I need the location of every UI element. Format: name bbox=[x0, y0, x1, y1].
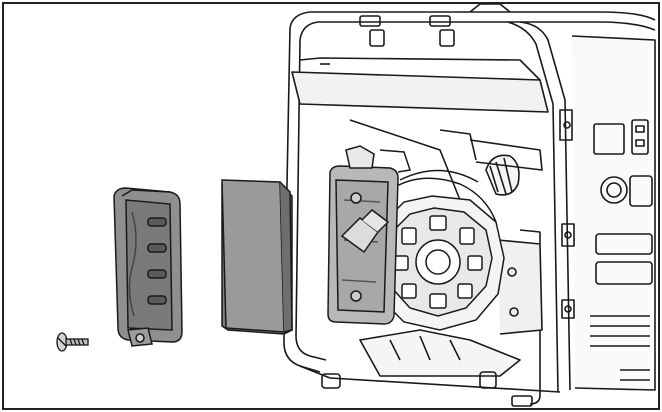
base-ribs bbox=[389, 335, 461, 361]
frame-clamp-3 bbox=[369, 29, 385, 47]
frame-right-tube bbox=[519, 21, 571, 391]
engine-bracket bbox=[519, 229, 541, 244]
foam-front bbox=[221, 179, 285, 333]
fan-slot bbox=[429, 293, 447, 309]
frame-left-tube bbox=[283, 27, 321, 373]
cover-contour bbox=[128, 211, 137, 317]
outlet-round-inner bbox=[606, 182, 622, 198]
foot-right bbox=[479, 371, 497, 389]
fan-slot bbox=[457, 283, 473, 299]
control-panel-display bbox=[593, 123, 625, 155]
vent-slots bbox=[590, 315, 650, 347]
housing-top-link bbox=[379, 149, 411, 173]
air-filter-housing bbox=[327, 145, 411, 325]
switch-key bbox=[635, 125, 645, 133]
panel-bracket-low bbox=[561, 299, 575, 319]
flywheel-fan bbox=[371, 169, 505, 331]
screw-thread bbox=[69, 338, 85, 346]
fan-slot bbox=[429, 215, 447, 231]
fan-slot bbox=[401, 283, 417, 299]
frame-right-tube-inner bbox=[507, 21, 559, 393]
intake-elbow-top bbox=[361, 209, 390, 233]
cover-screw-hole bbox=[135, 333, 145, 343]
frame-left-tube-inner bbox=[295, 39, 327, 361]
panel-slot bbox=[595, 233, 653, 255]
frame-top-bar-inner bbox=[299, 21, 656, 41]
panel-slot-2 bbox=[595, 261, 653, 285]
frame-clamp-4 bbox=[439, 29, 455, 47]
fan-shroud-arc bbox=[389, 177, 497, 223]
control-panel-switch bbox=[631, 119, 649, 155]
frame-clamp-1 bbox=[359, 15, 381, 27]
switch-key-2 bbox=[635, 139, 645, 147]
foot-front bbox=[511, 395, 533, 407]
bolt-2 bbox=[564, 231, 572, 239]
foam-filter-element bbox=[221, 179, 293, 335]
choke-knob-ribs bbox=[489, 157, 513, 195]
bolt-1 bbox=[563, 121, 571, 129]
tank-top-edge bbox=[299, 57, 541, 81]
cover-slot bbox=[147, 217, 167, 227]
vent-slots-low bbox=[620, 369, 650, 381]
side-panel bbox=[571, 35, 656, 391]
fan-slot bbox=[459, 227, 475, 245]
screw-slot bbox=[57, 337, 67, 347]
housing-top-bracket bbox=[345, 145, 375, 169]
screw-shaft bbox=[65, 338, 89, 346]
housing-bolt-2 bbox=[350, 290, 362, 302]
frame-top-handle bbox=[469, 3, 511, 13]
choke-knob bbox=[485, 154, 520, 196]
cover-slot bbox=[147, 295, 167, 305]
outlet-plug bbox=[629, 175, 653, 207]
engine-bolt-2 bbox=[509, 307, 519, 317]
panel-bracket-mid bbox=[561, 223, 575, 247]
frame-top-bar bbox=[289, 11, 656, 29]
engine-bolt bbox=[507, 267, 517, 277]
cover-slot bbox=[147, 269, 167, 279]
fan-center bbox=[425, 249, 451, 275]
panel-bracket-top bbox=[559, 109, 573, 141]
engine-cover-edge-2 bbox=[439, 129, 477, 161]
foam-edge bbox=[279, 181, 293, 333]
tank-band bbox=[291, 71, 549, 113]
bolt-3 bbox=[564, 305, 572, 313]
cover-slot bbox=[147, 243, 167, 253]
fan-slot bbox=[401, 227, 417, 245]
generator-body bbox=[283, 3, 656, 407]
fan-slot bbox=[467, 255, 483, 271]
screw bbox=[56, 332, 89, 352]
knob-bracket bbox=[469, 139, 543, 171]
engine-block bbox=[497, 239, 543, 335]
outlet-round bbox=[600, 176, 628, 204]
frame-clamp-2 bbox=[429, 15, 451, 27]
cover-top-rim bbox=[121, 189, 171, 197]
housing-bolt bbox=[350, 192, 362, 204]
base-plate bbox=[359, 329, 521, 377]
foot-left bbox=[321, 373, 341, 389]
fan-shroud-arc-2 bbox=[399, 169, 479, 183]
air-filter-cover bbox=[113, 187, 183, 347]
